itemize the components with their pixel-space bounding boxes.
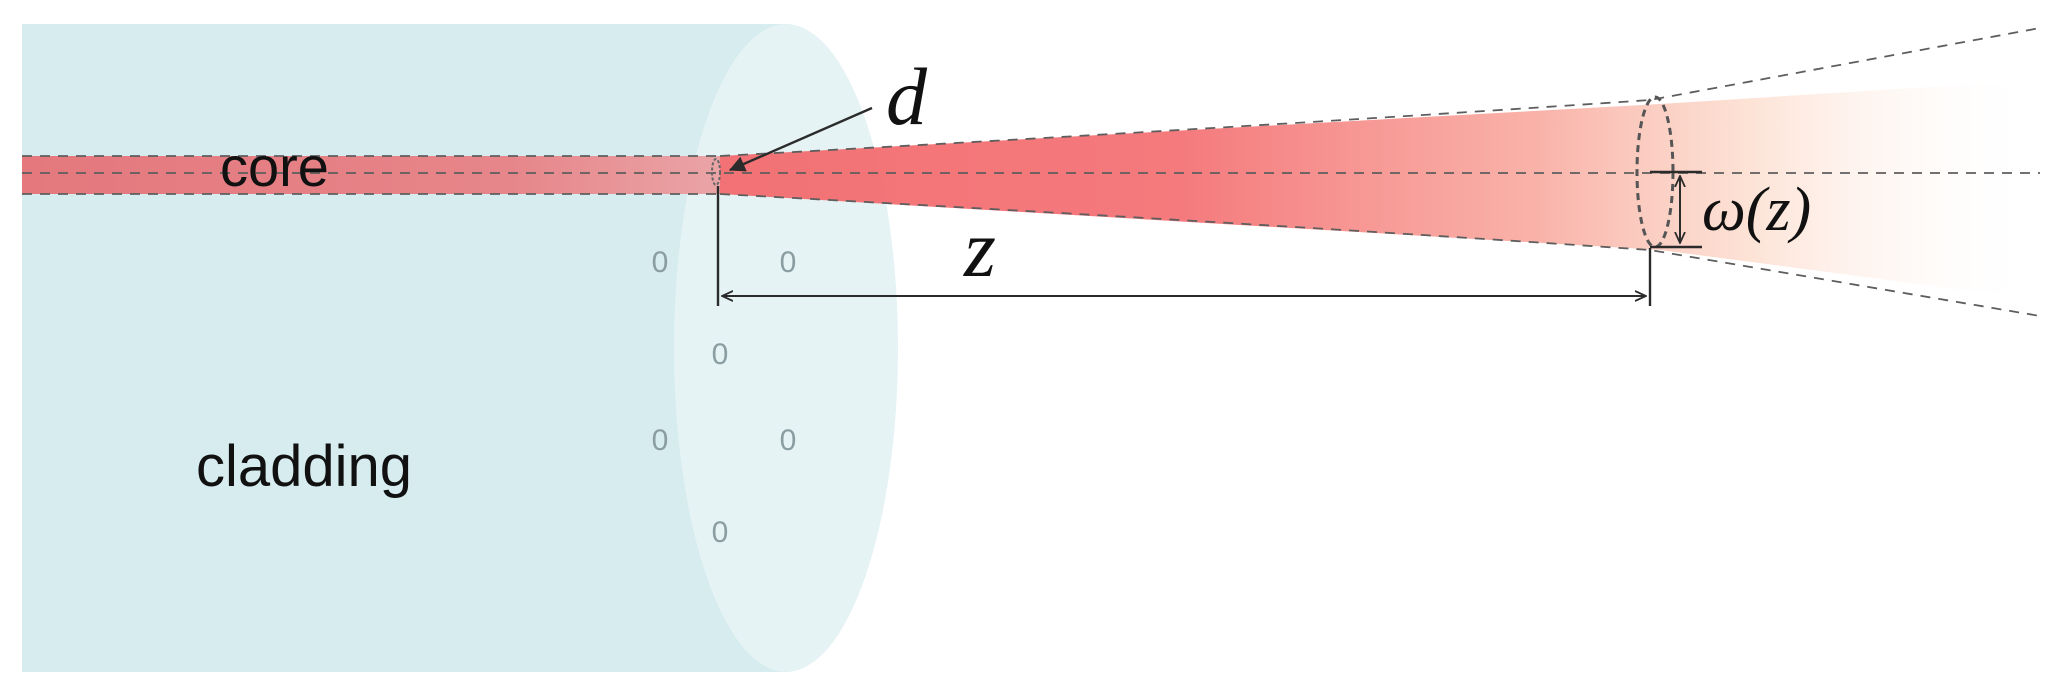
air-hole: 0 (780, 424, 797, 457)
z-label: z (963, 203, 996, 294)
core-label: core (220, 135, 329, 198)
fiber-end-face (674, 24, 898, 672)
omega-label: ω(z) (1702, 176, 1811, 244)
diverging-beam (720, 80, 2040, 300)
air-hole: 0 (652, 246, 669, 279)
air-hole: 0 (712, 338, 729, 371)
fiber-cylinder-body (22, 24, 790, 672)
cladding-air-holes: 0 0 0 0 0 0 (652, 246, 797, 549)
omega-argument: (z) (1746, 176, 1811, 244)
d-label: d (886, 51, 928, 142)
cladding-label: cladding (196, 434, 412, 499)
core-beam (22, 156, 720, 194)
air-hole: 0 (652, 424, 669, 457)
d-pointer-arrow (728, 106, 873, 172)
air-hole: 0 (780, 246, 797, 279)
beam-lower-envelope (719, 193, 2041, 317)
air-hole: 0 (712, 516, 729, 549)
beam-dashed-lines (22, 27, 2041, 317)
omega-symbol: ω (1702, 176, 1746, 244)
core-diameter-marker (711, 158, 721, 186)
beam-upper-envelope (719, 27, 2041, 157)
